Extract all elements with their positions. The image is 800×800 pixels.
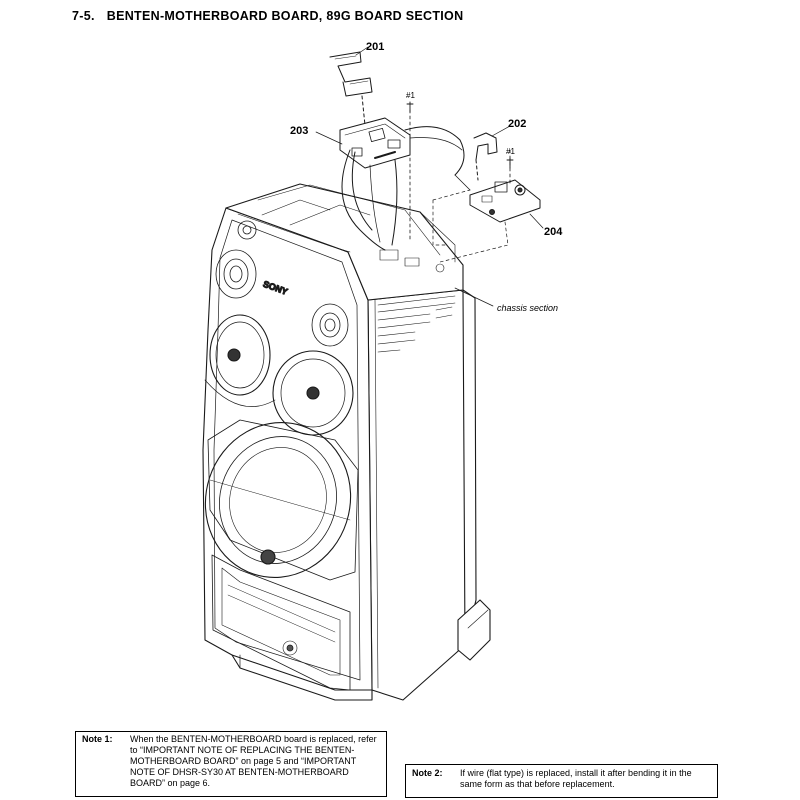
note-2-label: Note 2: xyxy=(412,768,443,778)
note-2-box: Note 2: If wire (flat type) is replaced,… xyxy=(405,764,718,798)
section-title: 7-5. BENTEN-MOTHERBOARD BOARD, 89G BOARD … xyxy=(72,9,463,23)
callout-201: 201 xyxy=(366,41,384,53)
screw-mark-1: #1 xyxy=(406,91,415,100)
note-1-text: When the BENTEN-MOTHERBOARD board is rep… xyxy=(130,734,377,788)
section-number: 7-5. xyxy=(72,9,95,23)
section-heading: BENTEN-MOTHERBOARD BOARD, 89G BOARD SECT… xyxy=(106,9,464,23)
callout-202: 202 xyxy=(508,118,526,130)
motherboard-203 xyxy=(339,109,465,251)
flat-wire-202 xyxy=(473,132,498,181)
callout-204: 204 xyxy=(544,226,563,238)
speaker-cabinet: SONY xyxy=(202,183,491,701)
chassis-section-label: chassis section xyxy=(497,303,558,313)
screw-marks xyxy=(406,101,514,169)
note-1-label: Note 1: xyxy=(82,734,113,744)
board-204 xyxy=(432,149,541,263)
note-2-text: If wire (flat type) is replaced, install… xyxy=(460,768,692,789)
callout-203: 203 xyxy=(290,125,308,137)
note-1-box: Note 1: When the BENTEN-MOTHERBOARD boar… xyxy=(75,731,387,797)
flat-wire-201 xyxy=(329,51,373,136)
screw-mark-2: #1 xyxy=(506,147,515,156)
